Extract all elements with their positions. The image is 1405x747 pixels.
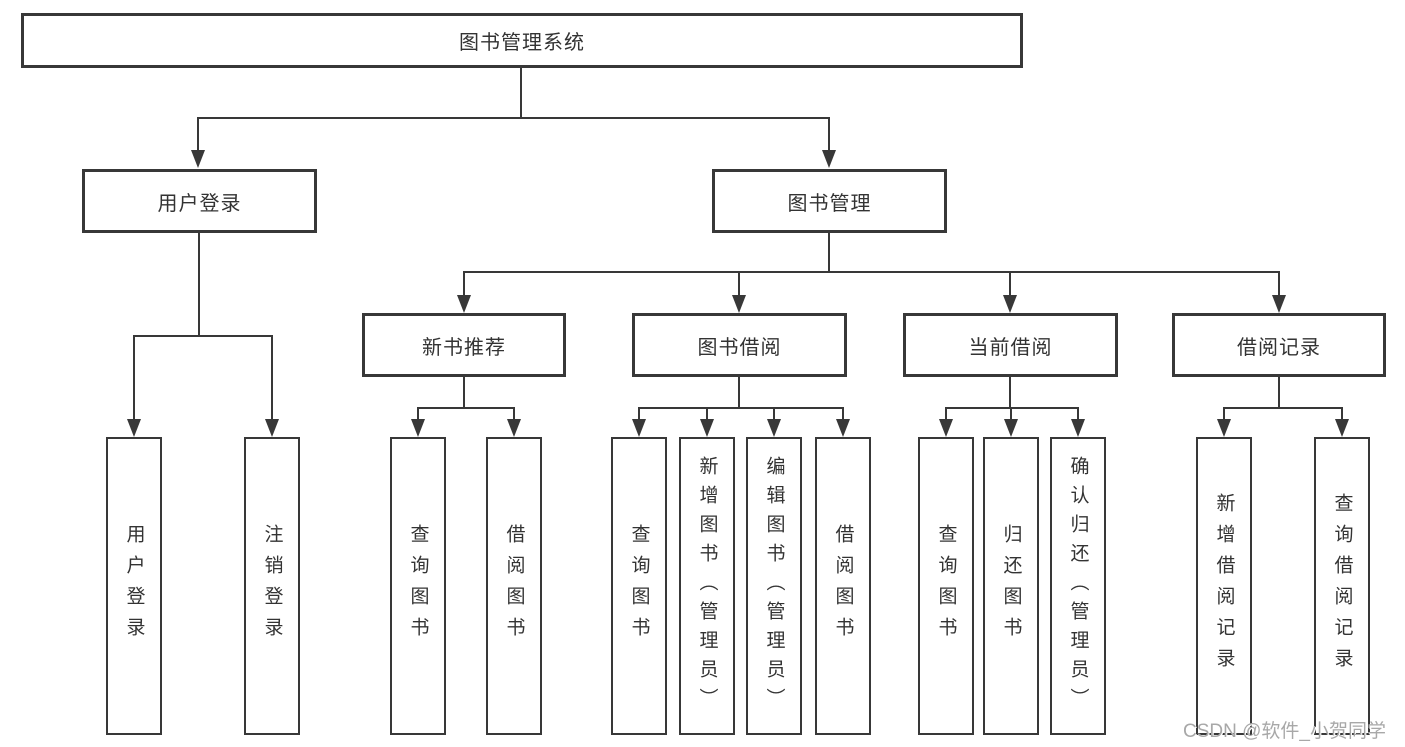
- node-label: 当前借阅: [968, 336, 1053, 359]
- leaf-query-books-current: 查询图书: [918, 437, 974, 735]
- leaf-label: 注销登录: [261, 524, 283, 648]
- arrow-down: [457, 295, 471, 313]
- node-library-system: 图书管理系统: [21, 13, 1023, 68]
- node-current-borrow: 当前借阅: [903, 313, 1118, 377]
- connector-branch: [773, 407, 775, 420]
- leaf-label: 查询图书: [628, 524, 650, 648]
- connector-branch: [1009, 271, 1011, 296]
- connector-branch: [463, 271, 465, 296]
- leaf-logout: 注销登录: [244, 437, 300, 735]
- leaf-label: 借阅图书: [832, 524, 854, 648]
- leaf-add-borrow-record: 新增借阅记录: [1196, 437, 1252, 735]
- arrow-down: [265, 419, 279, 437]
- connector-branch: [133, 335, 135, 420]
- arrow-down: [411, 419, 425, 437]
- connector-branch: [513, 407, 515, 420]
- leaf-label: 编辑图书（管理员）: [763, 455, 785, 717]
- arrow-down: [1003, 295, 1017, 313]
- connector-bookborrow-rail: [638, 407, 843, 409]
- node-label: 图书借阅: [697, 336, 782, 359]
- connector-bookmgmt-rail: [463, 271, 1280, 273]
- arrow-down: [127, 419, 141, 437]
- leaf-label: 查询图书: [935, 524, 957, 648]
- arrow-down: [191, 150, 205, 168]
- connector-branch: [197, 117, 199, 151]
- connector-root-stem: [520, 68, 522, 118]
- arrow-down: [1335, 419, 1349, 437]
- arrow-down: [836, 419, 850, 437]
- connector-branch: [1077, 407, 1079, 420]
- node-book-borrow: 图书借阅: [632, 313, 847, 377]
- connector-borrowrecords-rail: [1223, 407, 1343, 409]
- node-label: 用户登录: [157, 192, 242, 215]
- leaf-user-login: 用户登录: [106, 437, 162, 735]
- node-label: 新书推荐: [422, 336, 506, 359]
- connector-branch: [738, 271, 740, 296]
- leaf-return-books: 归还图书: [983, 437, 1039, 735]
- connector-branch: [1010, 407, 1012, 420]
- connector-branch: [706, 407, 708, 420]
- connector-branch: [1341, 407, 1343, 420]
- leaf-query-borrow-record: 查询借阅记录: [1314, 437, 1370, 735]
- leaf-query-books: 查询图书: [611, 437, 667, 735]
- leaf-edit-books-admin: 编辑图书（管理员）: [746, 437, 802, 735]
- connector-branch: [271, 335, 273, 420]
- node-new-book-recommend: 新书推荐: [362, 313, 566, 377]
- arrow-down: [1272, 295, 1286, 313]
- connector-newbooks-stem: [463, 377, 465, 408]
- node-label: 图书管理系统: [459, 32, 585, 54]
- arrow-down: [507, 419, 521, 437]
- connector-borrowrecords-stem: [1278, 377, 1280, 408]
- connector-bookmgmt-stem: [828, 233, 830, 273]
- connector-bookborrow-stem: [738, 377, 740, 408]
- connector-branch: [1223, 407, 1225, 420]
- arrow-down: [1071, 419, 1085, 437]
- connector-branch: [417, 407, 419, 420]
- leaf-confirm-return-admin: 确认归还（管理员）: [1050, 437, 1106, 735]
- arrow-down: [632, 419, 646, 437]
- connector-userlogin-rail: [133, 335, 273, 337]
- leaf-borrow-books: 借阅图书: [815, 437, 871, 735]
- node-label: 图书管理: [787, 192, 872, 215]
- connector-branch: [1278, 271, 1280, 296]
- connector-branch: [842, 407, 844, 420]
- connector-currentborrow-stem: [1009, 377, 1011, 408]
- leaf-label: 新增借阅记录: [1213, 493, 1235, 679]
- leaf-query-books-recommend: 查询图书: [390, 437, 446, 735]
- leaf-label: 确认归还（管理员）: [1067, 455, 1089, 717]
- arrow-down: [1004, 419, 1018, 437]
- arrow-down: [939, 419, 953, 437]
- arrow-down: [1217, 419, 1231, 437]
- arrow-down: [767, 419, 781, 437]
- leaf-label: 借阅图书: [503, 524, 525, 648]
- connector-branch: [945, 407, 947, 420]
- leaf-borrow-books-recommend: 借阅图书: [486, 437, 542, 735]
- connector-newbooks-rail: [417, 407, 515, 409]
- leaf-add-books-admin: 新增图书（管理员）: [679, 437, 735, 735]
- arrow-down: [822, 150, 836, 168]
- connector-userlogin-stem: [198, 233, 200, 336]
- leaf-label: 查询图书: [407, 524, 429, 648]
- leaf-label: 新增图书（管理员）: [696, 455, 718, 717]
- connector-branch: [638, 407, 640, 420]
- connector-currentborrow-rail: [945, 407, 1079, 409]
- node-label: 借阅记录: [1237, 336, 1321, 359]
- node-book-management: 图书管理: [712, 169, 947, 233]
- watermark: CSDN @软件_小贺同学: [1183, 721, 1386, 742]
- connector-branch: [828, 117, 830, 151]
- arrow-down: [732, 295, 746, 313]
- leaf-label: 归还图书: [1000, 524, 1022, 648]
- node-borrow-records: 借阅记录: [1172, 313, 1386, 377]
- connector-root-rail: [197, 117, 830, 119]
- leaf-label: 查询借阅记录: [1331, 493, 1353, 679]
- leaf-label: 用户登录: [123, 524, 145, 648]
- node-user-login: 用户登录: [82, 169, 317, 233]
- arrow-down: [700, 419, 714, 437]
